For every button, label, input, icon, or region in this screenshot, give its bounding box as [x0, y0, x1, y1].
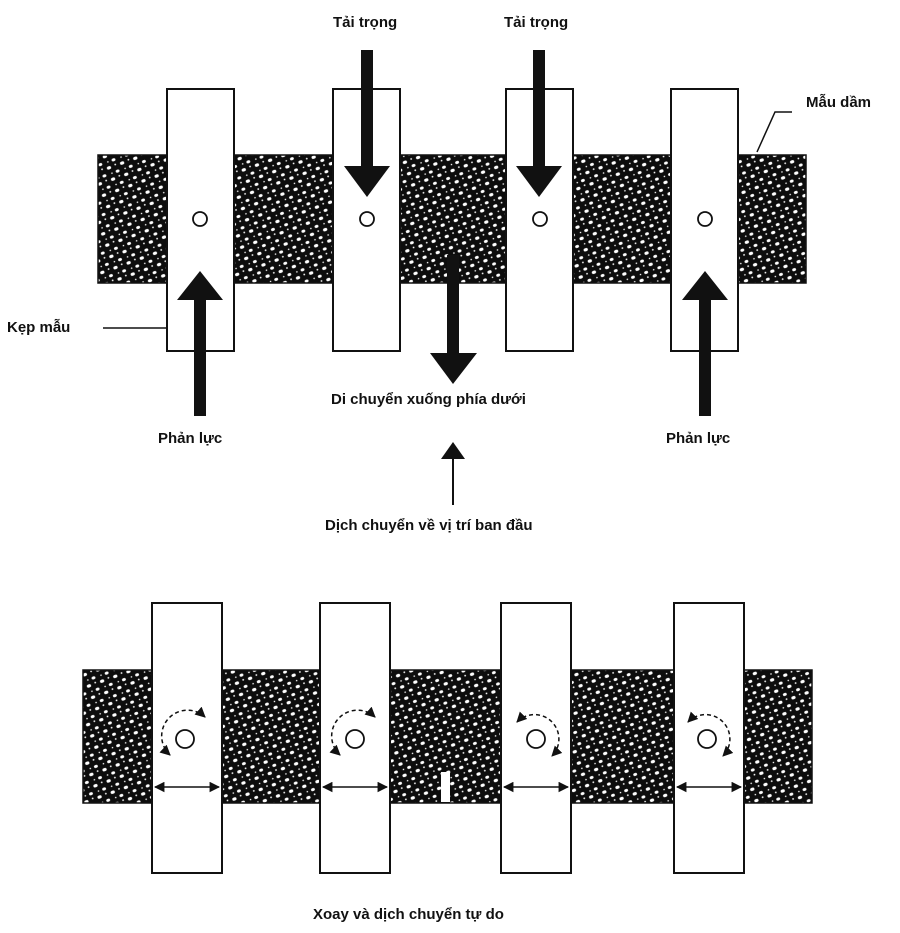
beam-specimen-leader — [756, 111, 792, 153]
pin-hole — [192, 211, 208, 227]
return-arrow — [441, 442, 465, 505]
pin-hole — [526, 729, 546, 749]
label-return-original: Dịch chuyển về vị trí ban đầu — [325, 517, 533, 534]
reaction-arrow-right — [682, 271, 728, 416]
rotation-arrow-clockwise — [516, 711, 563, 757]
label-free-rotation-translation: Xoay và dịch chuyển tự do — [313, 906, 504, 923]
pin-hole — [697, 729, 717, 749]
label-clamp: Kẹp mẫu — [7, 319, 70, 336]
reaction-arrow-left — [177, 271, 223, 416]
load-arrow-left — [344, 50, 390, 197]
label-move-down: Di chuyển xuống phía dưới — [331, 391, 526, 408]
label-reaction-left: Phản lực — [158, 430, 222, 447]
move-down-arrow — [430, 255, 477, 384]
label-reaction-right: Phản lực — [666, 430, 730, 447]
bottom-panel: Xoay và dịch chuyển tự do — [82, 602, 813, 923]
rotation-arrow-clockwise — [687, 711, 734, 757]
label-load-right: Tải trọng — [504, 14, 568, 31]
pin-hole — [175, 729, 195, 749]
pin-hole — [532, 211, 548, 227]
label-beam-specimen: Mẫu dầm — [806, 94, 871, 111]
notch-mark — [441, 772, 450, 802]
pin-hole — [345, 729, 365, 749]
rotation-arrow-counter-clockwise — [329, 706, 376, 756]
top-panel: Tải trọng Tải trọng Mẫu dầm Kẹp mẫu Phản… — [7, 14, 871, 534]
label-load-left: Tải trọng — [333, 14, 397, 31]
load-arrow-right — [516, 50, 562, 197]
rotation-arrow-clockwise — [159, 706, 206, 756]
pin-hole — [359, 211, 375, 227]
pin-hole — [697, 211, 713, 227]
